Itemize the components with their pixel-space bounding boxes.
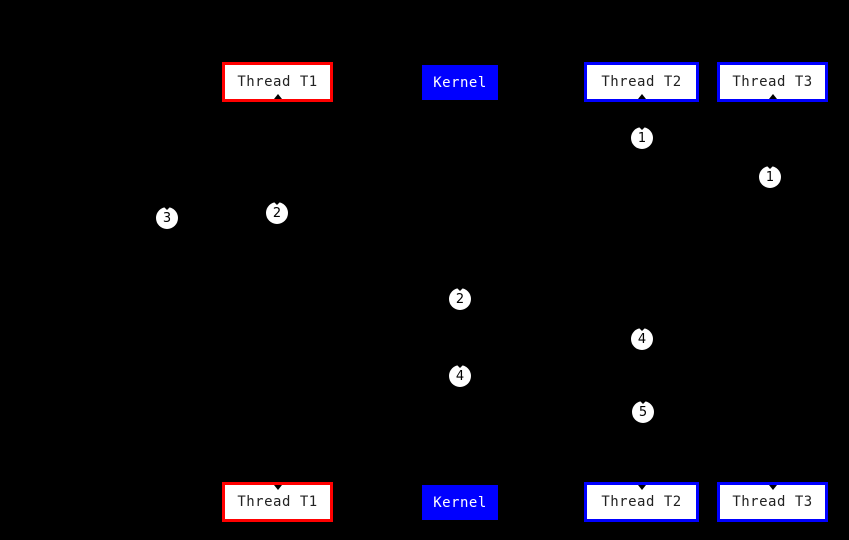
event-marker-2-thread-t1: 2 [266, 202, 288, 224]
event-marker-3-left: 3 [156, 207, 178, 229]
event-marker-5-thread-t2: 5 [632, 401, 654, 423]
entity-label-thread-t2: Thread T2 [601, 74, 682, 90]
entity-box-thread-t3-bottom: Thread T3 [717, 482, 828, 522]
entity-box-thread-t1-top: Thread T1 [222, 62, 333, 102]
entity-box-kernel-bottom: Kernel [422, 485, 498, 520]
entity-box-kernel-top: Kernel [422, 65, 498, 100]
entity-box-thread-t2-bottom: Thread T2 [584, 482, 699, 522]
event-marker-4-thread-t2: 4 [631, 328, 653, 350]
entity-label-thread-t1: Thread T1 [237, 494, 318, 510]
entity-box-thread-t1-bottom: Thread T1 [222, 482, 333, 522]
lifeline-notch [273, 485, 282, 490]
entity-label-kernel: Kernel [433, 74, 487, 91]
lifeline-notch [637, 485, 646, 490]
event-marker-1-thread-t2: 1 [631, 127, 653, 149]
event-marker-4-kernel: 4 [449, 365, 471, 387]
event-marker-2-kernel: 2 [449, 288, 471, 310]
entity-label-thread-t3: Thread T3 [732, 74, 813, 90]
event-marker-1-thread-t3: 1 [759, 166, 781, 188]
entity-box-thread-t3-top: Thread T3 [717, 62, 828, 102]
entity-label-thread-t3: Thread T3 [732, 494, 813, 510]
entity-box-thread-t2-top: Thread T2 [584, 62, 699, 102]
lifeline-notch [768, 94, 777, 99]
entity-label-thread-t2: Thread T2 [601, 494, 682, 510]
lifeline-notch [637, 94, 646, 99]
lifeline-notch [768, 485, 777, 490]
entity-label-thread-t1: Thread T1 [237, 74, 318, 90]
lifeline-notch [273, 94, 282, 99]
entity-label-kernel: Kernel [433, 494, 487, 511]
